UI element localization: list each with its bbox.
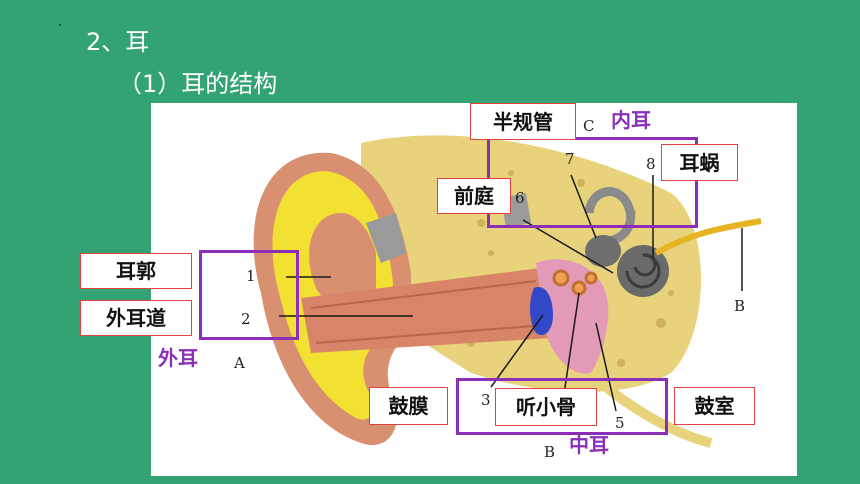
middle-ear-cavity [536, 259, 609, 374]
label-pinna: 耳郭 [80, 253, 192, 289]
number-5: 5 [615, 414, 625, 432]
group-middle-ear: 中耳 [569, 433, 609, 457]
number-8: 8 [646, 155, 656, 173]
number-6: 6 [515, 189, 525, 207]
number-3: 3 [481, 391, 491, 409]
middle-ear-frame [456, 378, 668, 435]
label-semicircular-canals: 半规管 [470, 103, 576, 140]
semicircular-canals-shape [584, 187, 636, 246]
section-title: 2、耳 [86, 28, 150, 56]
label-vestibule: 前庭 [437, 178, 511, 214]
number-7: 7 [565, 150, 575, 168]
number-1: 1 [246, 267, 256, 285]
cochlea-shape [617, 245, 669, 297]
letter-c: C [583, 117, 595, 135]
group-outer-ear: 外耳 [158, 346, 198, 370]
letter-b-middle: B [544, 443, 556, 461]
outer-ear-frame [199, 250, 299, 340]
eardrum-shape [530, 287, 553, 335]
letter-a: A [234, 354, 245, 372]
letter-b-nerve: B [734, 297, 746, 315]
group-inner-ear: 内耳 [611, 108, 651, 132]
label-tympanic-cavity: 鼓室 [674, 387, 755, 425]
label-cochlea: 耳蜗 [661, 144, 738, 181]
vestibule-shape [585, 235, 621, 267]
label-ossicles: 听小骨 [495, 388, 597, 426]
label-ear-canal: 外耳道 [80, 300, 192, 336]
ear-illustration [253, 135, 762, 448]
decor-dot [59, 24, 61, 26]
auditory-nerve [654, 218, 762, 256]
subsection-title: （1）耳的结构 [118, 70, 278, 98]
ear-canal-shape [301, 268, 551, 353]
label-eardrum: 鼓膜 [369, 387, 448, 425]
number-2: 2 [241, 310, 251, 328]
